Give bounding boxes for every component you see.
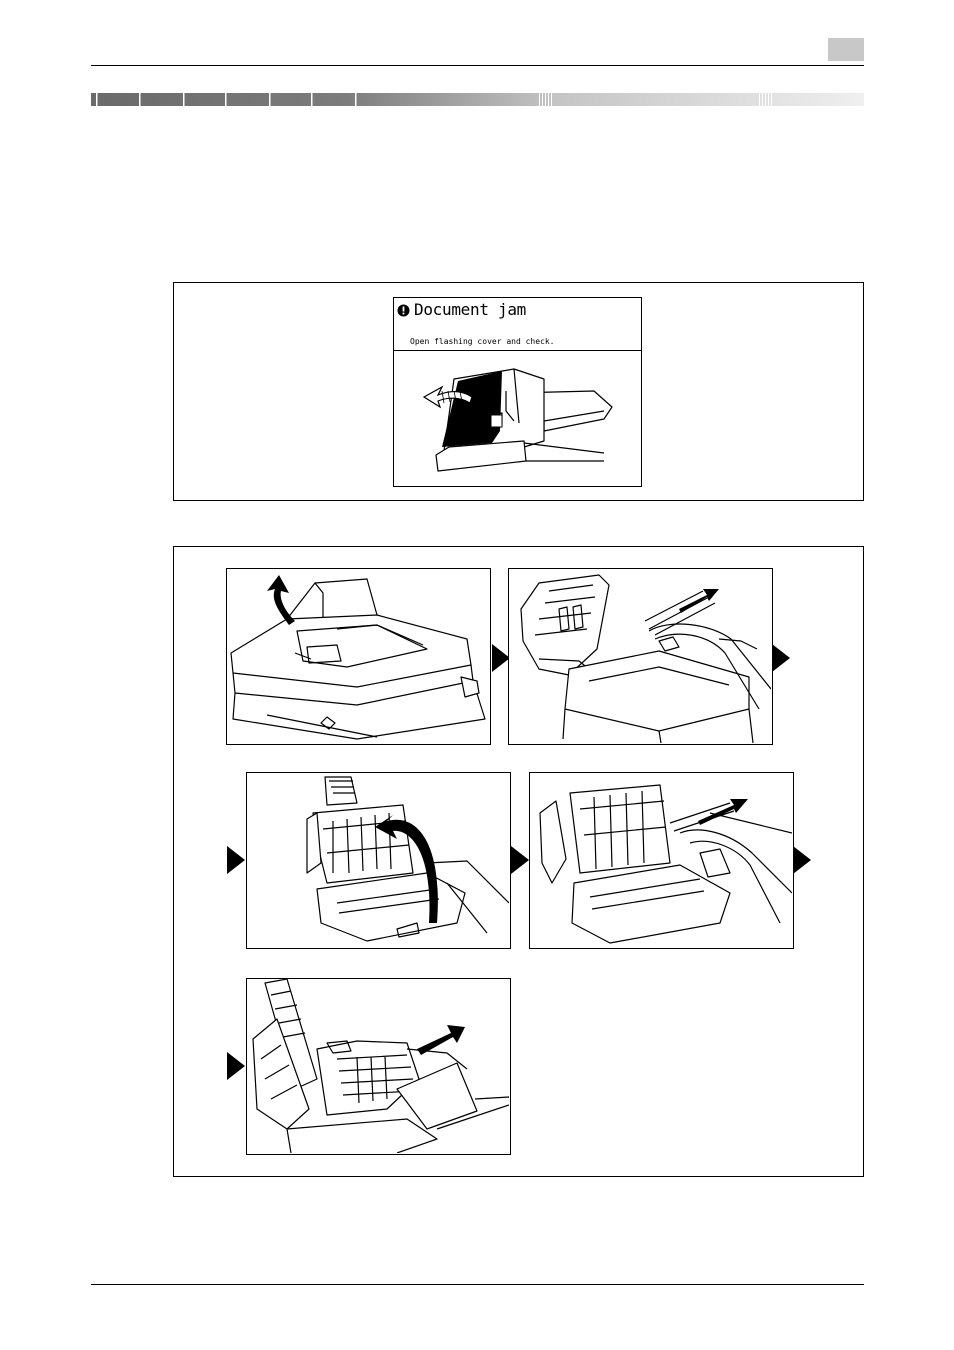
step-3-lift-guide [246,772,511,949]
step-5-pull-document [246,978,511,1155]
triangle-right-icon [511,846,529,874]
step-1-open-adf-cover [226,568,491,745]
screen-title: Document jam [414,300,526,319]
control-panel-screen: Document jam Open flashing cover and che… [393,297,642,487]
screen-header: Document jam Open flashing cover and che… [394,298,641,351]
footer-rule [91,1284,864,1285]
exclamation-circle-icon [397,304,410,317]
screen-message: Open flashing cover and check. [410,337,555,346]
step-2-remove-paper [508,568,773,745]
chapter-number-box [828,38,864,61]
section-title-bar [91,93,864,106]
step-4-remove-paper [529,772,794,949]
triangle-right-icon [793,846,811,874]
triangle-right-icon [772,644,790,672]
adf-flashing-cover-illustration [394,351,641,485]
triangle-right-icon [227,1052,245,1080]
triangle-right-icon [227,846,245,874]
header-rule [91,65,864,66]
